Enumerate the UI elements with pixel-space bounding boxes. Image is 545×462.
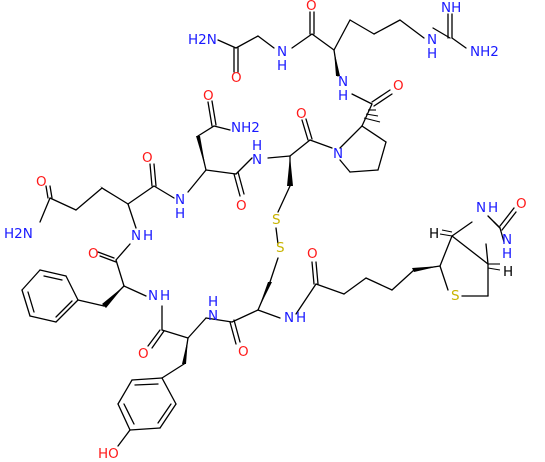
- atom-h-cysteine-1: H: [252, 138, 262, 154]
- atom-o-glutamine: O: [142, 150, 153, 166]
- atom-n-glutamine: N: [131, 228, 141, 244]
- atom-n-cysteine-1: N: [252, 152, 262, 168]
- atom-n-proline: N: [333, 146, 343, 162]
- atom-o-glutamine-side: O: [36, 174, 47, 190]
- atom-labels: NH NH2 N H N H O O H2N N H O N O N H O N…: [4, 0, 527, 462]
- atom-h-guanidine: H: [427, 46, 437, 62]
- atom-o-cysteine-1: O: [296, 106, 307, 122]
- atom-s-1: S: [272, 212, 281, 228]
- atom-nh2-glycinamide: H2N: [188, 32, 217, 48]
- atom-n-glycine: N: [277, 44, 287, 60]
- atom-nh-imine: NH: [441, 0, 461, 16]
- atom-o-arginine: O: [306, 0, 317, 14]
- atom-h-biotin-1: H: [429, 226, 439, 242]
- atom-o-asparagine: O: [236, 198, 247, 214]
- atom-o-asparagine-side: O: [203, 88, 214, 104]
- atom-h-tyrosine: H: [208, 294, 218, 310]
- atom-h-cysteine-2: H: [296, 310, 306, 326]
- atom-h-glycine: H: [277, 58, 287, 74]
- atom-o-glycine: O: [231, 70, 242, 86]
- atom-n-cysteine-2: N: [284, 310, 294, 326]
- atom-n-guanidine: N: [427, 32, 437, 48]
- atom-nh2-asparagine: NH2: [231, 120, 260, 136]
- atom-n-arginine: N: [338, 74, 348, 90]
- atom-h-arginine: H: [338, 88, 348, 104]
- atom-nh2-guanidine: NH2: [470, 44, 499, 60]
- atom-o-urea: O: [516, 196, 527, 212]
- atom-n-urea-2: N: [502, 232, 512, 248]
- atom-o-proline: O: [393, 78, 404, 94]
- atom-h-biotin-2: H: [503, 264, 513, 280]
- atom-n-tyrosine: N: [208, 308, 218, 324]
- atom-oh-tyrosine: HO: [98, 446, 119, 462]
- atom-o-phenylalanine: O: [88, 246, 99, 262]
- atom-n-asparagine: N: [175, 192, 185, 208]
- atom-n-phenylalanine: N: [148, 288, 158, 304]
- atom-n-urea-1: N: [476, 200, 486, 216]
- stereo-bonds: [100, 50, 501, 364]
- atom-nh2-glutamine: H2N: [4, 226, 33, 242]
- atom-h-asparagine: H: [175, 206, 185, 222]
- atom-o-tyrosine: O: [138, 346, 149, 362]
- atom-h-glutamine: H: [143, 228, 153, 244]
- atom-o-cysteine-2: O: [238, 344, 249, 360]
- atom-s-2: S: [276, 240, 285, 256]
- bond-network: [21, 11, 517, 447]
- atom-s-thiophane: S: [451, 288, 460, 304]
- atom-h-urea-2: H: [502, 246, 512, 262]
- atom-h-urea-1: H: [488, 200, 498, 216]
- atom-o-biotin-amide: O: [307, 246, 318, 262]
- atom-h-phenylalanine: H: [160, 288, 170, 304]
